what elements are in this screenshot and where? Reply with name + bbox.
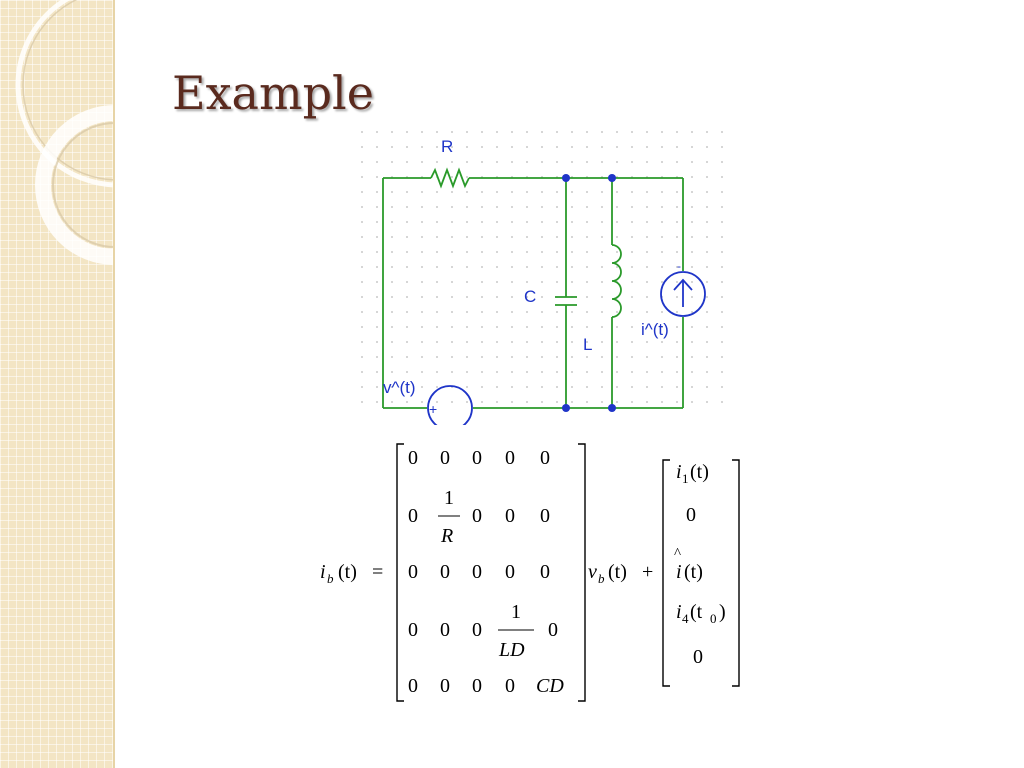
fraction-numerator: 1 — [444, 487, 454, 509]
matrix-cell: 0 — [505, 505, 515, 527]
node-bottom-c — [562, 404, 570, 412]
matrix-cell: 0 — [440, 447, 450, 469]
svg-text:1: 1 — [682, 471, 689, 486]
decorative-ring-small-shadow — [52, 122, 115, 248]
svg-text:0: 0 — [686, 504, 696, 526]
label-r: R — [441, 137, 453, 156]
matrix-cell: 0 — [440, 619, 450, 641]
svg-text:(t: (t — [690, 601, 703, 623]
decorative-sidebar — [0, 0, 115, 768]
matrix-cell: 0 — [540, 447, 550, 469]
svg-text:(t): (t) — [690, 461, 709, 483]
label-current-minus: - — [677, 259, 681, 273]
svg-text:(t): (t) — [684, 561, 703, 583]
sidebar-border — [113, 0, 115, 768]
svg-text:i: i — [676, 601, 682, 623]
svg-text:i: i — [320, 561, 326, 583]
matrix-cell: 0 — [440, 675, 450, 697]
matrix-cell: 0 — [540, 561, 550, 583]
matrix-cell: 0 — [505, 561, 515, 583]
svg-text:i: i — [676, 461, 682, 483]
label-l: L — [583, 335, 592, 354]
matrix-cell: CD — [536, 675, 564, 697]
circuit-nodes — [562, 174, 616, 412]
matrix-cell: 0 — [540, 505, 550, 527]
fraction-denominator: R — [440, 525, 453, 547]
matrix-cell: 0 — [440, 561, 450, 583]
matrix-cell: 0 — [408, 561, 418, 583]
matrix-cell: 0 — [505, 675, 515, 697]
label-voltage-source: v^(t) — [383, 378, 416, 397]
voltage-source: + — [427, 385, 473, 425]
matrix-cell: 0 — [408, 447, 418, 469]
matrix-equation: i b (t) = 0 0 0 0 0 0 1 R 0 0 0 0 0 0 0 … — [320, 443, 740, 702]
fraction-numerator: 1 — [511, 601, 521, 623]
node-top-l — [608, 174, 616, 182]
resistor-r — [430, 167, 470, 189]
matrix-cell: 0 — [472, 505, 482, 527]
svg-text:=: = — [372, 561, 383, 583]
circuit-diagram: + R C L i^(t) - v^(t) — [355, 130, 735, 425]
matrix-cell: 0 — [472, 447, 482, 469]
node-top-c — [562, 174, 570, 182]
matrix-cell: 0 — [408, 675, 418, 697]
fraction-denominator: LD — [498, 639, 525, 661]
svg-text:^: ^ — [674, 546, 681, 562]
current-source — [660, 271, 706, 317]
svg-text:4: 4 — [682, 611, 689, 626]
matrix-cell: 0 — [408, 619, 418, 641]
matrix-cell: 0 — [408, 505, 418, 527]
matrix-entries: 0 0 0 0 0 0 1 R 0 0 0 0 0 0 0 0 0 0 0 1 … — [408, 447, 564, 697]
svg-text:b: b — [327, 571, 334, 586]
decorative-ring-large — [15, 0, 115, 188]
svg-text:+: + — [642, 561, 653, 583]
svg-text:0: 0 — [710, 611, 717, 626]
label-c: C — [524, 287, 536, 306]
voltage-plus-label: + — [429, 401, 437, 417]
vector-entries: i 1 (t) 0 ^ i (t) i 4 (t 0 ) 0 — [674, 461, 726, 668]
node-bottom-l — [608, 404, 616, 412]
svg-text:i: i — [676, 561, 682, 583]
decorative-ring-large-shadow — [22, 0, 115, 181]
label-current-source: i^(t) — [641, 320, 669, 339]
matrix-cell: 0 — [472, 561, 482, 583]
matrix-cell: 0 — [505, 447, 515, 469]
circuit-wires — [382, 167, 684, 409]
svg-text:(t): (t) — [338, 561, 357, 583]
decorative-ring-small — [35, 105, 115, 265]
svg-text:): ) — [719, 601, 726, 623]
decorative-rings — [15, 0, 115, 265]
matrix-cell: 0 — [472, 619, 482, 641]
svg-text:b: b — [598, 571, 605, 586]
svg-text:v: v — [588, 561, 597, 583]
vector-brackets — [662, 459, 740, 687]
matrix-brackets — [396, 443, 586, 702]
equation-multiplier: v b (t) + — [588, 561, 653, 586]
equation-lhs: i b (t) = — [320, 561, 383, 586]
svg-text:0: 0 — [693, 646, 703, 668]
slide-title: Example — [172, 66, 374, 120]
matrix-cell: 0 — [548, 619, 558, 641]
svg-text:(t): (t) — [608, 561, 627, 583]
matrix-cell: 0 — [472, 675, 482, 697]
inductor-coil — [611, 244, 622, 318]
